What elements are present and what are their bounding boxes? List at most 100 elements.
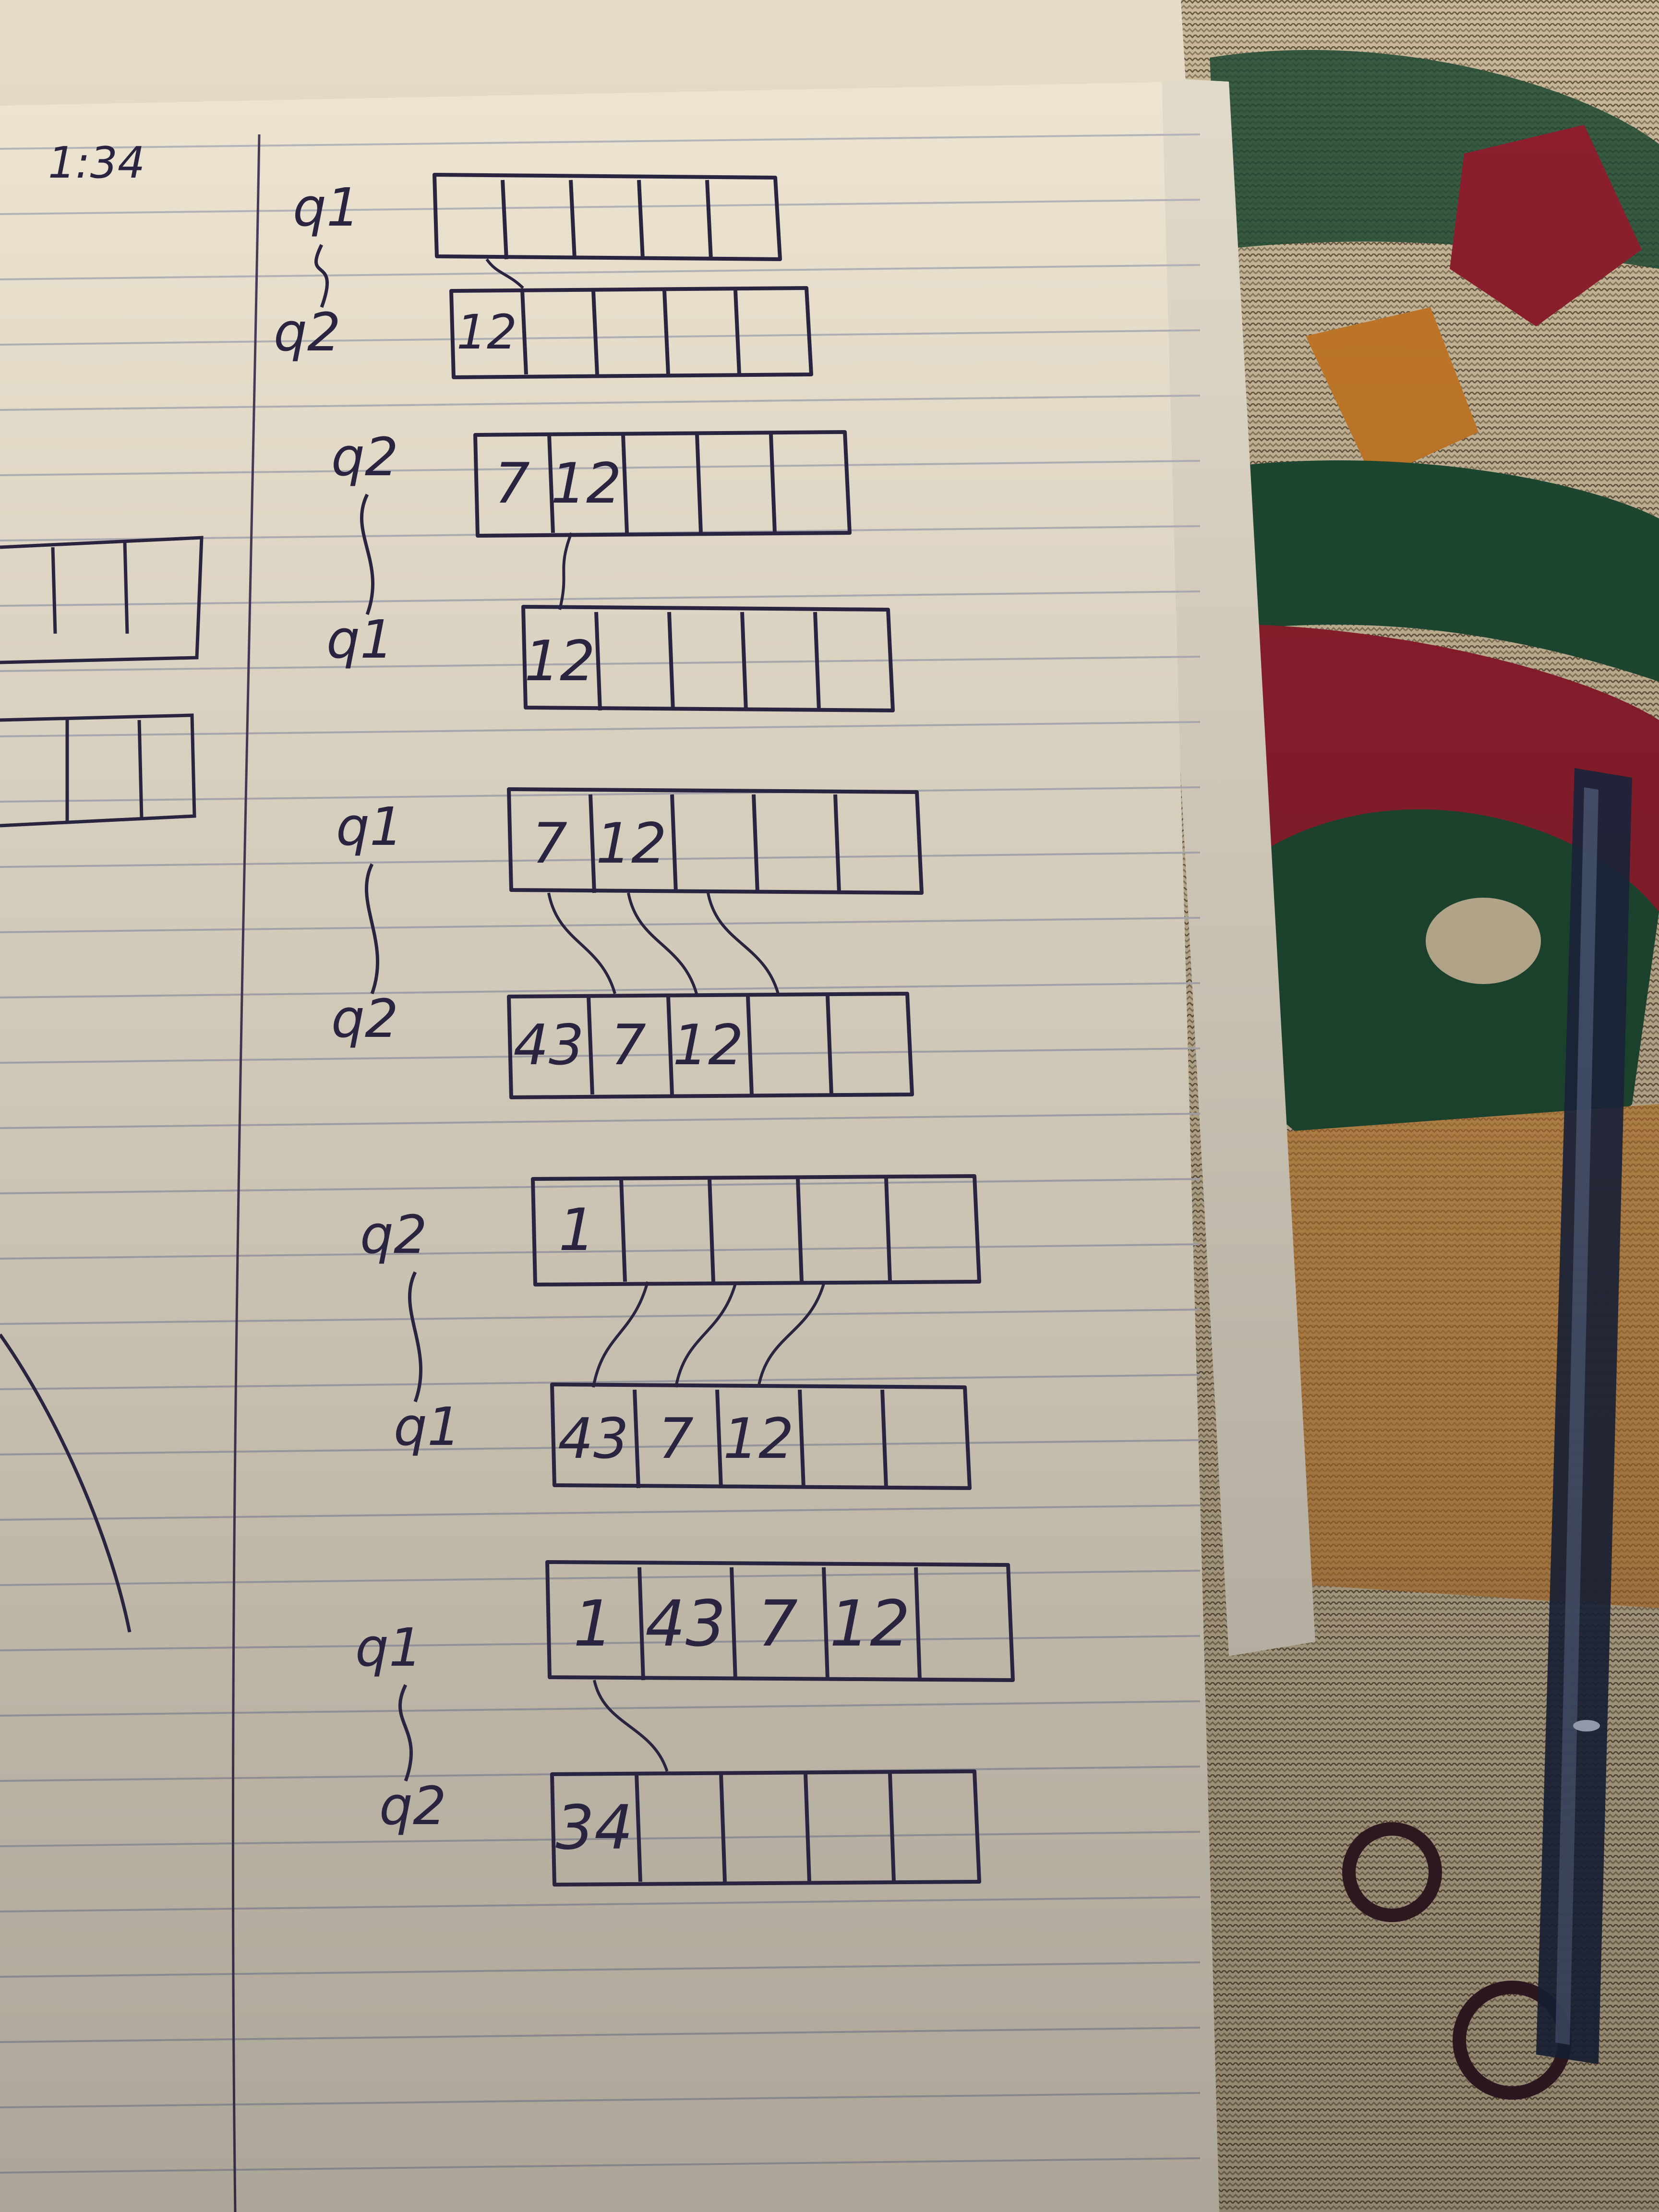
copy-arrow: [547, 892, 616, 994]
row-label: q2: [379, 1775, 446, 1837]
swap-arrow: [364, 863, 380, 995]
cell-divider: [796, 1178, 804, 1282]
array-row: 1: [531, 1174, 981, 1286]
swap-arrow: [408, 1271, 423, 1403]
cell-divider: [769, 434, 777, 533]
cell-value: 34: [555, 1792, 633, 1863]
cell-value: 1: [559, 1196, 596, 1264]
cell-divider: [752, 794, 759, 893]
cell-divider: [804, 1773, 811, 1882]
cell-divider: [705, 180, 713, 260]
cell-value: 12: [723, 1407, 794, 1471]
array-box-outline: [473, 430, 852, 538]
array-box-outline: [433, 173, 782, 261]
array-row: 34: [550, 1769, 981, 1887]
margin-sketch-top: [0, 536, 204, 1633]
row-label: q1: [326, 609, 394, 670]
cell-value: 12: [524, 629, 595, 694]
cell-divider: [833, 794, 841, 893]
cell-divider: [826, 996, 833, 1095]
cell-divider: [914, 1567, 922, 1681]
cell-divider: [880, 1389, 888, 1489]
row-label: q2: [360, 1204, 427, 1265]
row-label: q1: [293, 177, 360, 238]
cell-value: 43: [558, 1407, 629, 1471]
row-label: q1: [336, 796, 403, 857]
row-label: q1: [394, 1396, 461, 1457]
cell-divider: [594, 612, 602, 711]
row-label: q2: [331, 988, 398, 1049]
swap-arrow: [314, 244, 329, 308]
cell-value: 7: [658, 1407, 694, 1471]
array-box-outline: [521, 605, 895, 712]
cell-value: 43: [513, 1013, 584, 1078]
cell-value: 12: [596, 811, 667, 876]
cell-value: 7: [494, 451, 530, 516]
cell-divider: [708, 1178, 715, 1282]
cell-divider: [888, 1773, 896, 1882]
cell-divider: [813, 612, 821, 711]
cell-value: 12: [673, 1013, 744, 1078]
array-row: 7 12: [473, 430, 852, 538]
cell-divider: [637, 1567, 645, 1681]
corner-note: 1:34: [48, 138, 145, 188]
cell-divider: [589, 794, 596, 893]
cell-divider: [633, 1389, 640, 1489]
cell-divider: [798, 1389, 805, 1489]
cell-divider: [822, 1567, 830, 1681]
swap-arrow: [360, 493, 375, 615]
svg-text:1:34: 1:34: [48, 138, 145, 188]
cell-value: 7: [757, 1587, 798, 1661]
cell-value: 1: [573, 1587, 613, 1661]
cell-divider: [547, 434, 555, 533]
row-label: q2: [274, 301, 341, 363]
cell-divider: [662, 290, 670, 375]
copy-arrow: [558, 532, 573, 610]
cell-divider: [569, 180, 577, 260]
swap-arrow: [398, 1684, 413, 1782]
cell-divider: [695, 434, 703, 533]
array-box-outline: [545, 1560, 1015, 1682]
array-box-outline: [550, 1769, 981, 1887]
copy-arrow: [485, 258, 524, 289]
cell-divider: [667, 612, 675, 711]
cell-divider: [670, 794, 678, 893]
copy-arrow: [627, 892, 698, 994]
cell-divider: [520, 290, 528, 375]
array-step: 1 q2 43 7 12 q1: [360, 1174, 981, 1490]
cell-value: 12: [830, 1587, 910, 1661]
copy-arrow: [757, 1281, 826, 1388]
array-box-outline: [507, 787, 924, 895]
cell-divider: [637, 180, 645, 260]
array-row: 12: [449, 286, 813, 379]
cell-divider: [666, 996, 674, 1095]
array-box-outline: [449, 286, 813, 379]
array-box-outline: [507, 992, 914, 1099]
cell-divider: [635, 1773, 642, 1882]
cell-value: 12: [457, 305, 517, 360]
array-row: 43 7 12: [550, 1382, 972, 1490]
cell-divider: [733, 290, 741, 375]
cell-divider: [501, 180, 508, 260]
cell-divider: [621, 434, 629, 533]
row-label: q2: [331, 426, 398, 488]
cell-divider: [719, 1773, 727, 1882]
array-box-outline: [550, 1382, 972, 1490]
cell-divider: [884, 1178, 892, 1282]
row-label: q1: [355, 1617, 422, 1678]
cell-divider: [587, 996, 594, 1095]
cell-value: 12: [551, 451, 622, 516]
copy-arrow: [707, 892, 780, 994]
copy-arrow: [593, 1680, 669, 1772]
cell-value: 7: [611, 1013, 646, 1078]
array-step: 7 12 q2 12 q1: [326, 426, 895, 712]
copy-arrow: [674, 1281, 738, 1388]
cell-divider: [715, 1389, 723, 1489]
cell-divider: [740, 612, 748, 711]
